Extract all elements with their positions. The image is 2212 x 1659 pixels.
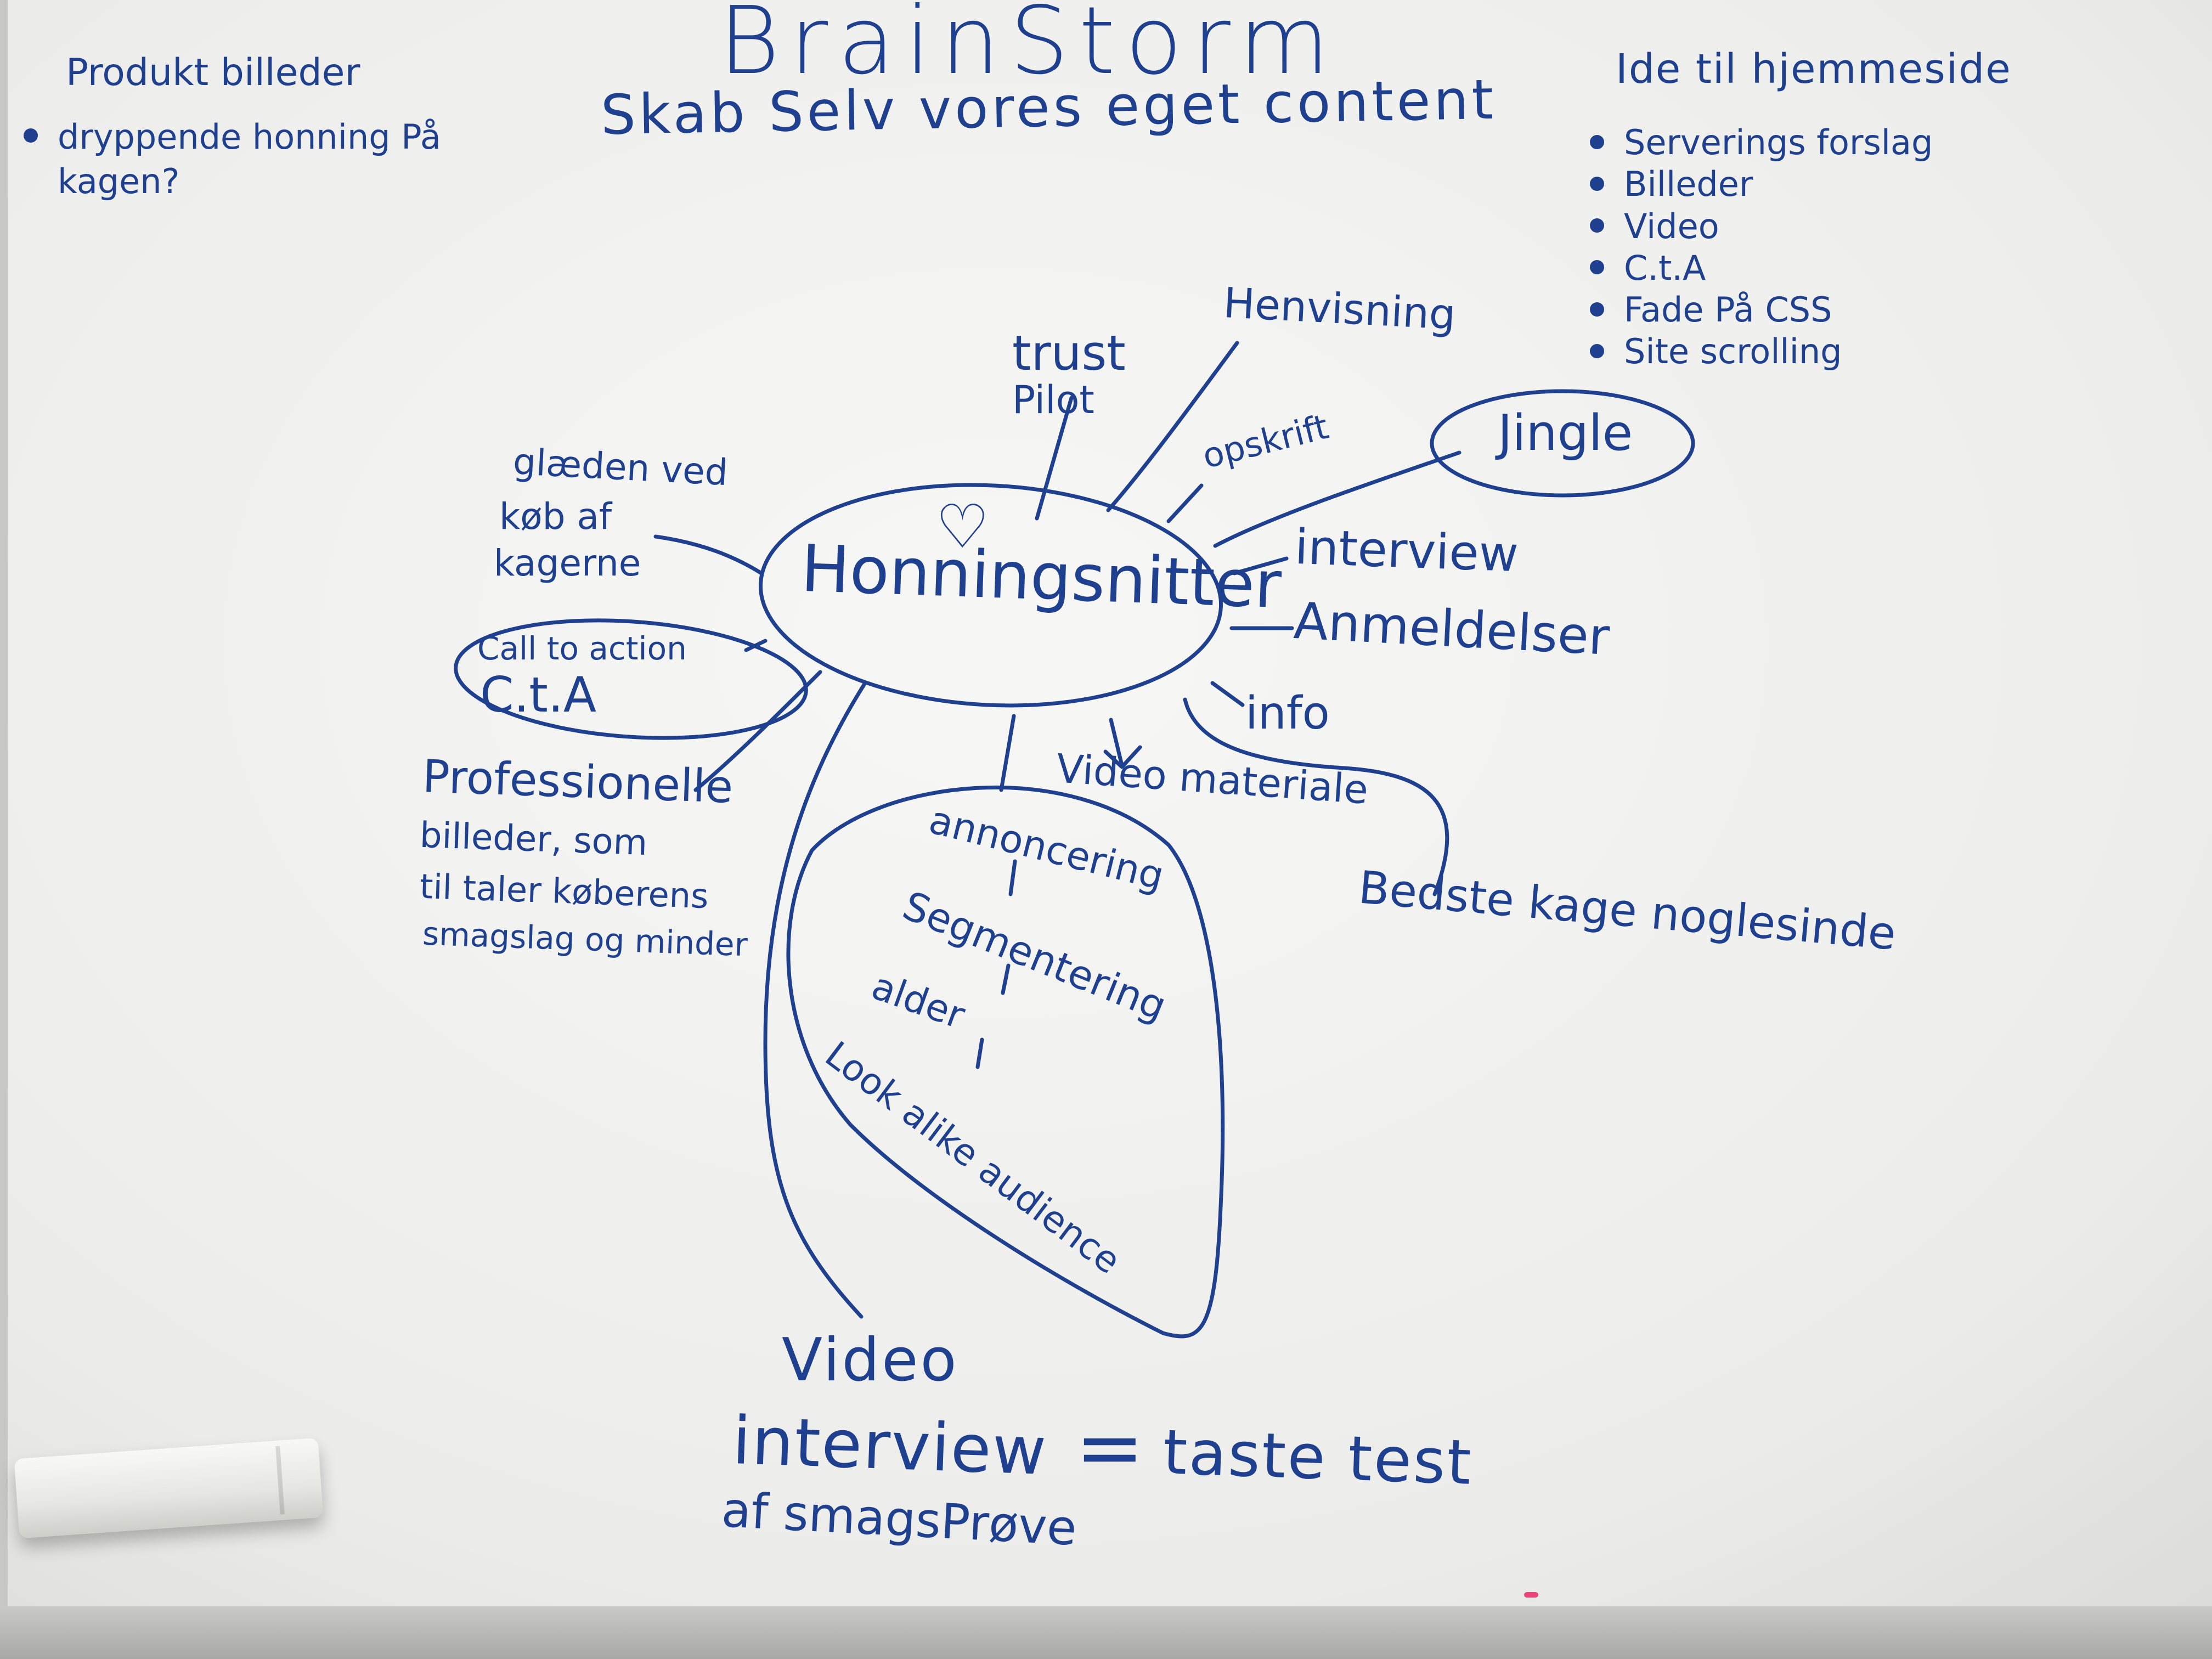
- bedste-kage-connector: [1183, 697, 1449, 896]
- bottom-interview: interview: [731, 1403, 1049, 1490]
- pink-marker-smudge: [1524, 1592, 1538, 1598]
- website-block-item: Video: [1585, 206, 1933, 247]
- branch-glaeden-line-2: køb af: [499, 495, 612, 538]
- branch-glaeden-line-3: kagerne: [494, 542, 641, 584]
- bottom-taste-test: taste test: [1161, 1417, 1474, 1499]
- product-block-item: dryppende honning På kagen?: [19, 115, 453, 204]
- branch-pilot: Pilot: [1012, 377, 1094, 422]
- annoncering-connector: [999, 714, 1016, 792]
- chain-separator-3: [975, 1037, 984, 1069]
- glaeden-connector: [653, 534, 764, 575]
- audience-loop: [786, 785, 1225, 1339]
- video-interview-connector: [763, 682, 866, 1319]
- website-block-heading: Ide til hjemmeside: [1616, 46, 2012, 93]
- center-ellipse: [758, 483, 1223, 708]
- opskrift-connector: [1166, 483, 1204, 523]
- website-block-item: Serverings forslag: [1585, 122, 1933, 163]
- website-block-list: Serverings forslag Billeder Video C.t.A …: [1585, 122, 1933, 373]
- website-block-item: Billeder: [1585, 163, 1933, 205]
- branch-professionelle-line-2: billeder, som: [419, 815, 648, 864]
- product-block-list: dryppende honning På kagen?: [19, 115, 458, 204]
- bottom-video: Video: [782, 1326, 959, 1395]
- branch-cta-small: Call to action: [477, 630, 687, 667]
- branch-professionelle-line-1: Professionelle: [421, 751, 734, 814]
- video-materiale-arrow: [1103, 718, 1142, 769]
- whiteboard-tray: [0, 1606, 2212, 1659]
- cta-connector: [744, 639, 768, 652]
- branch-interview: interview: [1294, 518, 1520, 583]
- website-block-item: C.t.A: [1585, 247, 1933, 289]
- product-block-heading: Produkt billeder: [66, 51, 360, 94]
- whiteboard-surface: [0, 0, 2212, 1607]
- whiteboard-left-edge: [0, 0, 8, 1607]
- website-block-item: Fade På CSS: [1585, 289, 1933, 331]
- trust-connector: [1035, 396, 1074, 521]
- interview-connector: [1232, 556, 1289, 575]
- chain-separator-2: [1001, 963, 1011, 995]
- cta-ellipse: [454, 618, 808, 740]
- info-connector: [1210, 681, 1245, 707]
- heart-icon: ♡: [935, 492, 990, 562]
- branch-cta-big: C.t.A: [480, 667, 597, 723]
- board-title: BrainStorm: [719, 0, 1340, 95]
- center-label: Honningsnitter: [799, 530, 1283, 623]
- professionelle-connector: [693, 670, 822, 792]
- jingle-connector: [1213, 450, 1462, 548]
- website-block-item: Site scrolling: [1585, 331, 1933, 373]
- jingle-ellipse: [1430, 389, 1695, 498]
- branch-trust: trust: [1012, 325, 1126, 381]
- branch-jingle: Jingle: [1498, 404, 1633, 462]
- henvisning-connector: [1106, 341, 1239, 512]
- bottom-equals: =: [1075, 1400, 1144, 1496]
- chain-separator-1: [1008, 859, 1017, 896]
- branch-info: info: [1245, 687, 1330, 740]
